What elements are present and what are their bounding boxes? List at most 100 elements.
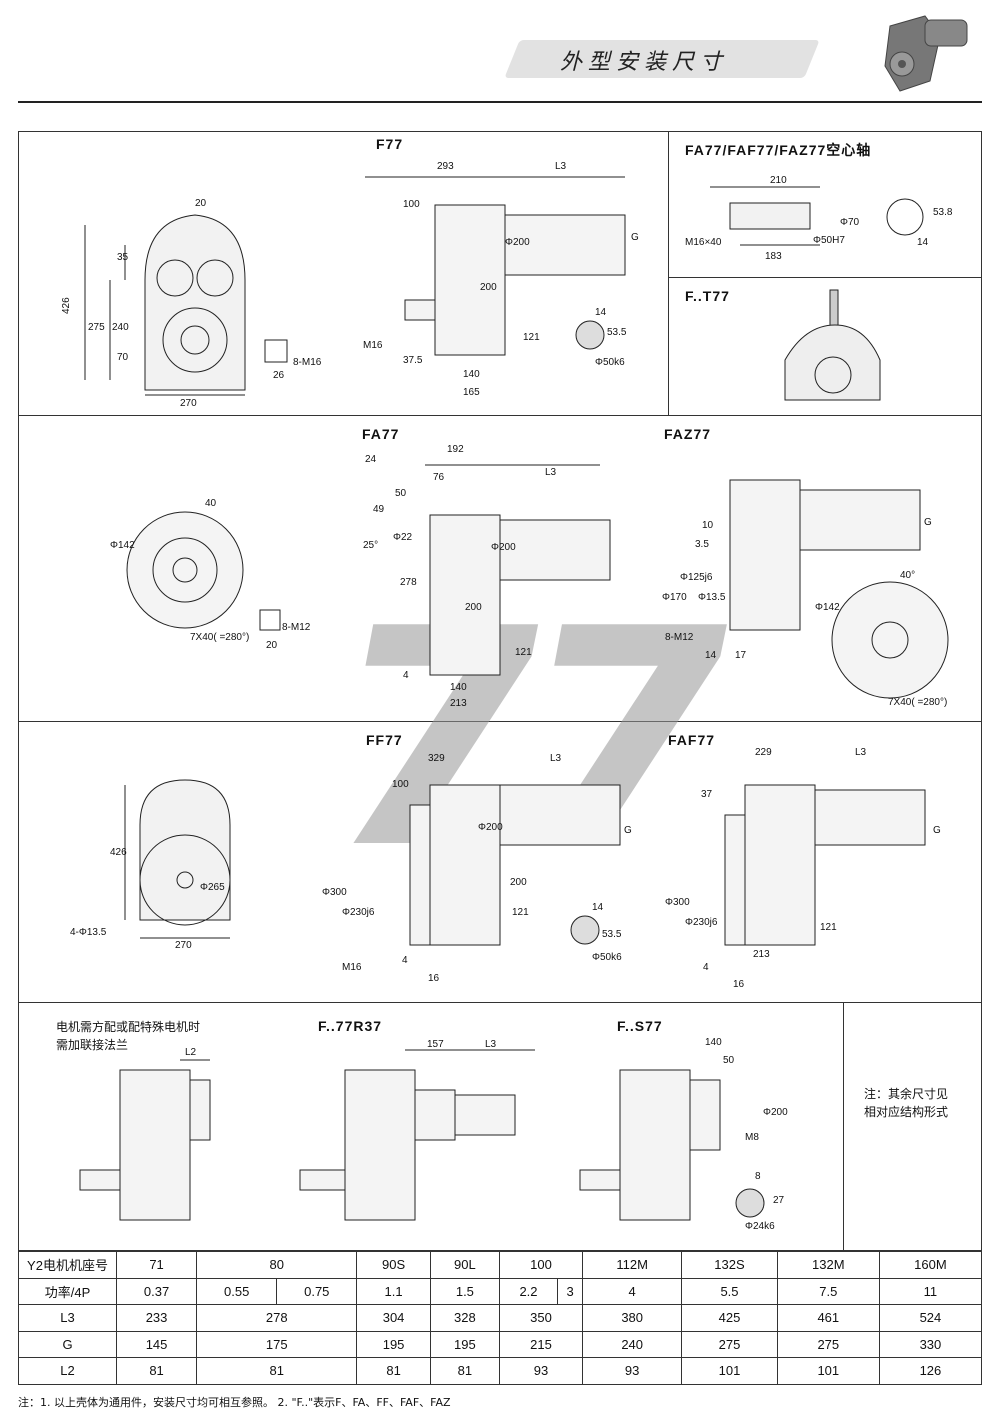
dim-16: 16 [428,973,440,984]
motor-flange-note: 电机需方配或配特殊电机时 需加联接法兰 [56,1018,200,1054]
dim-76: 76 [433,472,445,483]
table-cell: 3 [557,1277,584,1305]
dim-phi200: Φ200 [478,822,503,833]
table-cell: 126 [878,1357,983,1385]
dim-27: 27 [773,1195,785,1206]
dim-20: 20 [195,198,207,209]
ft77-drawing [784,289,881,401]
dim-40: 40 [205,498,217,509]
dim-329: 329 [428,753,445,764]
label-f77r37: F..77R37 [318,1018,383,1034]
dim-270: 270 [175,940,192,950]
dim-holes: 7X40( =280°) [190,632,249,643]
dim-phi142: Φ142 [110,540,135,551]
dim-holes: 7X40( =280°) [888,697,947,708]
divider [668,277,982,278]
row-label: L3 [18,1304,117,1332]
dim-49: 49 [373,504,385,515]
dim-270: 270 [180,398,197,409]
table-cell: 1.5 [429,1277,500,1305]
dim-183: 183 [765,251,782,262]
dim-8-m16: 8-M16 [293,357,322,368]
dim-14: 14 [592,902,604,913]
note-line: 注：其余尺寸见 [864,1087,949,1101]
dim-53-5: 53.5 [602,929,622,940]
divider [668,131,669,415]
dim-l2: L2 [185,1047,197,1058]
dim-35: 35 [117,252,129,263]
dim-14: 14 [917,237,929,248]
table-cell: 71 [115,1251,198,1279]
table-cell: 425 [681,1304,778,1332]
table-cell: 275 [681,1330,778,1358]
divider [18,1002,982,1003]
label-fs77: F..S77 [617,1018,663,1034]
row-label: Y2电机机座号 [18,1251,117,1279]
table-cell: 101 [681,1357,778,1385]
dim-53-8: 53.8 [933,207,953,218]
f77r37-drawing: 157 L3 [299,1039,535,1221]
dim-293: 293 [437,161,454,172]
dim-l3: L3 [550,753,562,764]
dim-8: 8 [755,1171,761,1182]
dim-37: 37 [701,789,713,800]
dim-phi24k6: Φ24k6 [745,1221,775,1232]
dim-phi13-5: Φ13.5 [698,592,726,603]
dim-holes: 4-Φ13.5 [70,927,107,938]
dim-200: 200 [510,877,527,888]
label-ff77: FF77 [366,732,403,748]
table-cell: 524 [878,1304,983,1332]
dim-phi170: Φ170 [662,592,687,603]
table-cell: 0.55 [196,1277,278,1305]
dim-m8: M8 [745,1132,759,1143]
gear-reducer-product-icon [884,15,968,92]
dim-53-5: 53.5 [607,327,627,338]
label-ft77: F..T77 [685,288,730,304]
dim-121: 121 [820,922,837,933]
table-cell: 4 [582,1277,683,1305]
f77-side-view-drawing: 20 426 35 275 240 70 270 26 8-M16 [61,198,322,409]
dim-8-m12: 8-M12 [665,632,694,643]
dim-g: G [924,517,932,528]
dim-g: G [631,232,639,243]
divider [843,1002,844,1251]
dim-l3: L3 [855,747,867,758]
dim-70: 70 [117,352,129,363]
dim-g: G [933,825,941,836]
table-cell: 278 [196,1304,358,1332]
table-cell: 93 [498,1357,584,1385]
dim-phi50k6: Φ50k6 [595,357,625,368]
dim-14: 14 [595,307,607,318]
table-cell: 195 [356,1330,431,1358]
dim-phi142: Φ142 [815,602,840,613]
dim-213: 213 [450,698,467,709]
dim-phi125j6: Φ125j6 [680,572,713,583]
table-cell: 0.75 [276,1277,358,1305]
table-cell: 328 [429,1304,500,1332]
table-cell: 100 [498,1251,584,1279]
table-cell: 240 [582,1330,683,1358]
table-cell: 2.2 [498,1277,559,1305]
table-cell: 233 [115,1304,198,1332]
table-cell: 461 [776,1304,880,1332]
row-label: L2 [18,1357,117,1385]
dim-l3: L3 [555,161,567,172]
dim-phi200: Φ200 [505,237,530,248]
note-line: 相对应结构形式 [864,1105,949,1119]
note-line: 电机需方配或配特殊电机时 [56,1020,201,1034]
dim-278: 278 [400,577,417,588]
row-label: G [18,1330,117,1358]
table-cell: 175 [196,1330,358,1358]
dim-210: 210 [770,175,787,186]
dim-m16x40: M16×40 [685,237,722,248]
table-cell: 160M [878,1251,983,1279]
dim-24: 24 [365,454,377,465]
faz77-drawing: 10 3.5 G Φ170 Φ125j6 Φ13.5 8-M12 14 17 4… [662,479,949,708]
dim-4: 4 [402,955,408,966]
table-cell: 304 [356,1304,431,1332]
table-cell: 7.5 [776,1277,880,1305]
ff77-side-view-drawing: 426 Φ265 4-Φ13.5 270 [70,779,231,950]
table-cell: 0.37 [115,1277,198,1305]
